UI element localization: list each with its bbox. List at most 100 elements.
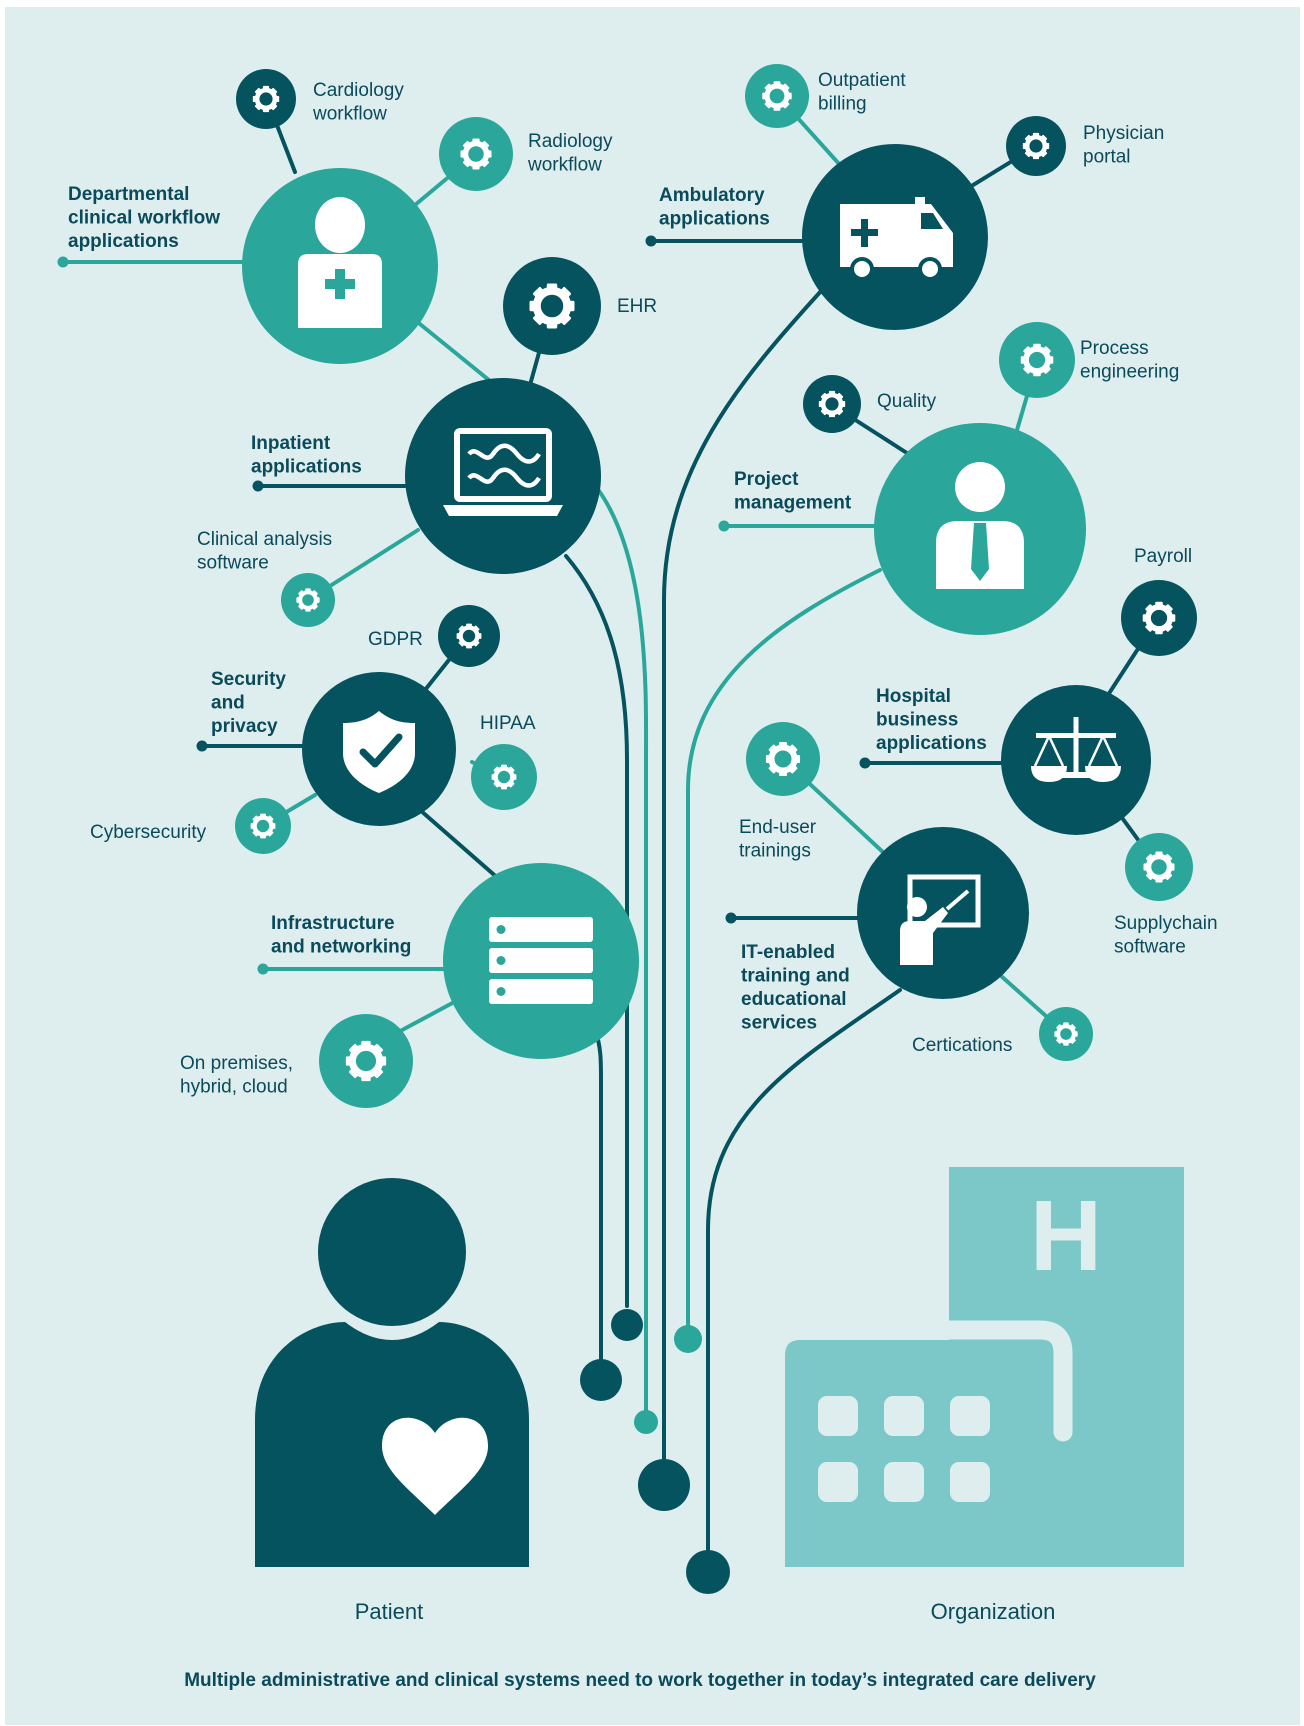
manager-person-icon [936, 462, 1024, 589]
server-rack-icon [489, 917, 593, 1004]
hospital-business-label-line: business [876, 710, 958, 731]
security-label-line: and [211, 693, 245, 714]
supplychain-gear-icon [1125, 833, 1193, 901]
end-user-label-line: trainings [739, 841, 811, 862]
ambulance-icon [840, 197, 953, 281]
project-node [874, 423, 1086, 635]
physician-label: Physician portal [1083, 123, 1164, 168]
patient-figure [255, 1178, 529, 1567]
inpatient-label: Inpatient applications [251, 433, 362, 478]
terminal-dot [638, 1459, 690, 1511]
process-gear-icon [999, 322, 1075, 398]
terminal-dot [611, 1309, 643, 1341]
end-user-gear-icon [746, 722, 820, 796]
ehr-label: EHR [617, 296, 657, 317]
supplychain-label: Supplychain software [1114, 913, 1218, 958]
gdpr-gear-icon [438, 605, 500, 667]
hospital-building-icon [785, 1167, 1184, 1567]
hospital-business-node [1001, 685, 1151, 835]
cybersecurity-gear-icon [235, 798, 291, 854]
certications-gear-icon [1039, 1007, 1093, 1061]
payroll-gear-icon [1121, 580, 1197, 656]
gdpr-label-line: GDPR [368, 629, 423, 650]
cardiology-label-line: Cardiology [313, 80, 404, 101]
physician-label-line: portal [1083, 147, 1131, 168]
project-label: Project management [734, 469, 852, 514]
ambulatory-label-line: applications [659, 209, 770, 230]
scales-icon [1031, 717, 1121, 782]
security-node [302, 672, 456, 826]
patient-heart-icon [255, 1178, 529, 1567]
project-label-line: Project [734, 469, 799, 490]
infrastructure-label-line: and networking [271, 937, 411, 958]
on-premises-label-line: On premises, [180, 1053, 293, 1074]
radiology-label-line: Radiology [528, 131, 613, 152]
payroll-label-line: Payroll [1134, 546, 1192, 567]
on-premises-label-line: hybrid, cloud [180, 1077, 288, 1098]
hipaa-label: HIPAA [480, 713, 536, 734]
departmental-label-line: Departmental [68, 184, 189, 205]
end-user-label-line: End-user [739, 817, 817, 838]
inpatient-label-line: applications [251, 457, 362, 478]
teacher-board-icon [900, 874, 981, 965]
it-training-label-line: services [741, 1013, 817, 1034]
connector-end-dot [196, 740, 208, 752]
clinical-analysis-label-line: Clinical analysis [197, 529, 332, 550]
cardiology-label-line: workflow [312, 104, 387, 125]
certications-label: Certications [912, 1035, 1012, 1056]
radiology-gear-icon [439, 117, 513, 191]
inpatient-label-line: Inpatient [251, 433, 331, 454]
cardiology-gear-icon [236, 69, 296, 129]
ambulatory-label: Ambulatory applications [659, 185, 770, 230]
radiology-label-line: workflow [527, 155, 602, 176]
connector-end-dot [257, 963, 269, 975]
payroll-label: Payroll [1134, 546, 1192, 567]
footer-caption: Multiple administrative and clinical sys… [184, 1670, 1096, 1691]
organization-figure: H [785, 1167, 1184, 1567]
ambulatory-node [802, 144, 988, 330]
certications-label-line: Certications [912, 1035, 1012, 1056]
departmental-node [242, 168, 438, 364]
quality-label-line: Quality [877, 391, 937, 412]
gdpr-label: GDPR [368, 629, 423, 650]
cybersecurity-label-line: Cybersecurity [90, 822, 207, 843]
outpatient-gear-icon [745, 64, 809, 128]
connector-end-dots [57, 235, 871, 1594]
ehr-gear-icon [503, 257, 601, 355]
project-label-line: management [734, 493, 852, 514]
hipaa-label-line: HIPAA [480, 713, 536, 734]
infrastructure-label-line: Infrastructure [271, 913, 395, 934]
supplychain-label-line: software [1114, 937, 1186, 958]
departmental-label-line: applications [68, 231, 179, 252]
outpatient-label-line: Outpatient [818, 70, 906, 91]
organization-label: Organization [931, 1599, 1056, 1624]
physician-label-line: Physician [1083, 123, 1164, 144]
ambulatory-label-line: Ambulatory [659, 185, 765, 206]
connector-end-dot [718, 520, 730, 532]
supplychain-label-line: Supplychain [1114, 913, 1218, 934]
ehr-label-line: EHR [617, 296, 657, 317]
patient-label: Patient [355, 1599, 424, 1624]
process-label-line: engineering [1080, 362, 1179, 383]
process-label-line: Process [1080, 338, 1149, 359]
inpatient-node [405, 378, 601, 574]
connector-end-dot [252, 480, 264, 492]
monitor-waveform-icon [443, 428, 563, 516]
cardiology-label: Cardiology workflow [312, 80, 404, 125]
quality-gear-icon [803, 375, 861, 433]
infrastructure-label: Infrastructure and networking [271, 913, 411, 958]
departmental-label-line: clinical workflow [68, 208, 220, 229]
clinical-analysis-gear-icon [281, 573, 335, 627]
hospital-business-label-line: Hospital [876, 686, 951, 707]
it-training-label-line: IT-enabled [741, 942, 835, 963]
clinical-analysis-label-line: software [197, 553, 269, 574]
on-premises-gear-icon [319, 1014, 413, 1108]
end-user-label: End-user trainings [739, 817, 817, 862]
gear-nodes [235, 64, 1197, 1108]
terminal-dot [634, 1410, 658, 1434]
